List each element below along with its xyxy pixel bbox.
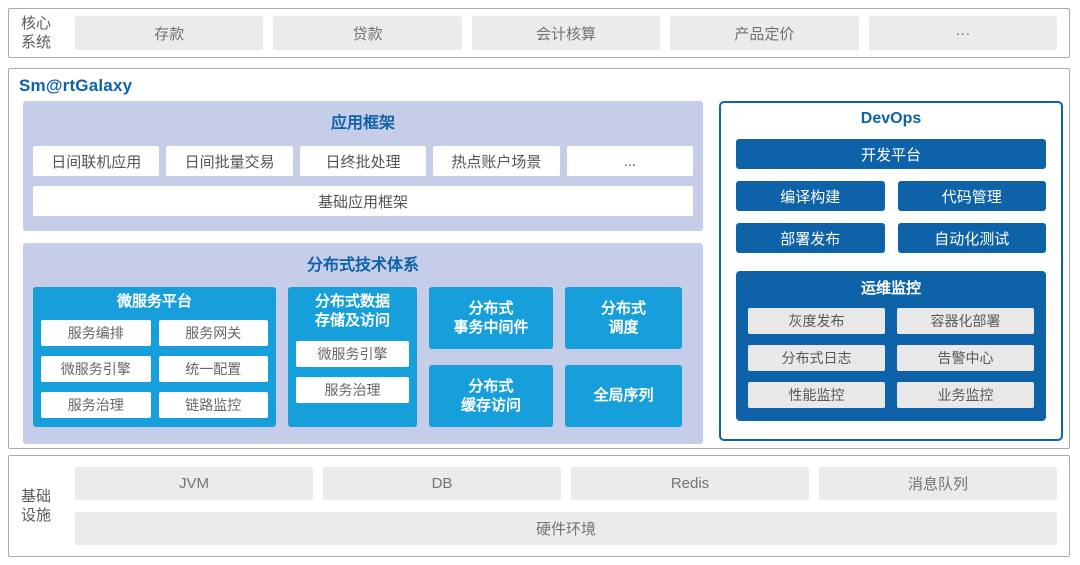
devops-panel: DevOps 开发平台 编译构建 代码管理 部署发布 自动化测试 运维监控 灰度… [719, 101, 1063, 441]
infrastructure-panel: 基础 设施 JVM DB Redis 消息队列 硬件环境 [8, 455, 1070, 557]
deploy-release: 部署发布 [736, 223, 885, 253]
storage-governance: 服务治理 [296, 376, 409, 403]
core-system-more: ··· [868, 16, 1058, 50]
app-daytime-batch: 日间批量交易 [166, 146, 293, 176]
cache-access: 分布式 缓存访问 [429, 365, 553, 427]
app-eod-batch: 日终批处理 [299, 146, 427, 176]
microservice-grid: 服务编排 服务网关 微服务引擎 统一配置 服务治理 链路监控 [41, 319, 268, 418]
svc-gateway: 服务网关 [158, 319, 268, 346]
devops-tools-grid: 编译构建 代码管理 部署发布 自动化测试 [736, 181, 1046, 253]
core-systems-row: 存款 贷款 会计核算 产品定价 ··· [75, 16, 1058, 50]
ops-monitoring-grid: 灰度发布 容器化部署 分布式日志 告警中心 性能监控 业务监控 [748, 308, 1034, 408]
build-compile: 编译构建 [736, 181, 885, 211]
svc-engine: 微服务引擎 [41, 355, 151, 382]
distributed-title: 分布式技术体系 [306, 257, 419, 274]
app-framework-panel: 应用框架 日间联机应用 日间批量交易 日终批处理 热点账户场景 ... 基础应用… [23, 101, 703, 231]
app-daytime-online: 日间联机应用 [33, 146, 160, 176]
automated-testing: 自动化测试 [897, 223, 1046, 253]
app-hot-account: 热点账户场景 [433, 146, 560, 176]
platform-title: Sm@rtGalaxy [19, 76, 133, 95]
distributed-grid: 微服务平台 服务编排 服务网关 微服务引擎 统一配置 服务治理 链路监控 分布式… [33, 287, 693, 427]
infrastructure-body: JVM DB Redis 消息队列 硬件环境 [75, 467, 1057, 545]
distributed-logging: 分布式日志 [748, 345, 885, 371]
app-framework-title: 应用框架 [330, 115, 395, 132]
svc-governance: 服务治理 [41, 391, 151, 418]
performance-monitoring: 性能监控 [748, 382, 885, 408]
alert-center: 告警中心 [897, 345, 1034, 371]
core-system-loan: 贷款 [273, 16, 462, 50]
storage-engine: 微服务引擎 [296, 340, 409, 367]
hardware-environment: 硬件环境 [75, 512, 1057, 545]
infra-jvm: JVM [75, 467, 313, 500]
core-system-deposit: 存款 [75, 16, 264, 50]
microservice-platform: 微服务平台 服务编排 服务网关 微服务引擎 统一配置 服务治理 链路监控 [33, 287, 276, 427]
microservice-platform-title: 微服务平台 [116, 293, 192, 310]
infra-db: DB [323, 467, 561, 500]
ops-monitoring-title: 运维监控 [860, 280, 921, 297]
smartgalaxy-panel: Sm@rtGalaxy 应用框架 日间联机应用 日间批量交易 日终批处理 热点账… [8, 68, 1070, 449]
business-monitoring: 业务监控 [897, 382, 1034, 408]
devops-title: DevOps [860, 110, 922, 127]
app-more: ... [566, 146, 694, 176]
data-storage-access: 分布式数据 存储及访问 微服务引擎 服务治理 [288, 287, 417, 427]
distributed-stack-2: 分布式 调度 全局序列 [565, 287, 682, 427]
core-systems-body: 存款 贷款 会计核算 产品定价 ··· [75, 16, 1058, 50]
distributed-scheduler: 分布式 调度 [565, 287, 682, 349]
infra-redis: Redis [571, 467, 809, 500]
core-systems-label: 核心 系统 [21, 14, 52, 52]
ops-monitoring-panel: 运维监控 灰度发布 容器化部署 分布式日志 告警中心 性能监控 业务监控 [736, 271, 1046, 421]
global-sequence: 全局序列 [565, 365, 682, 427]
hardware-row: 硬件环境 [75, 512, 1057, 545]
infrastructure-row: JVM DB Redis 消息队列 [75, 467, 1057, 500]
svc-tracing: 链路监控 [158, 391, 268, 418]
infrastructure-label: 基础 设施 [21, 487, 52, 525]
dev-platform: 开发平台 [736, 139, 1046, 169]
core-system-pricing: 产品定价 [670, 16, 859, 50]
core-system-accounting: 会计核算 [471, 16, 661, 50]
svc-config: 统一配置 [158, 355, 268, 382]
base-app-framework: 基础应用框架 [33, 186, 693, 216]
code-management: 代码管理 [897, 181, 1046, 211]
svc-orchestration: 服务编排 [41, 319, 151, 346]
data-storage-title: 分布式数据 存储及访问 [314, 293, 390, 329]
container-deploy: 容器化部署 [897, 308, 1034, 334]
transaction-middleware: 分布式 事务中间件 [429, 287, 553, 349]
gray-release: 灰度发布 [748, 308, 885, 334]
distributed-stack-1: 分布式 事务中间件 分布式 缓存访问 [429, 287, 553, 427]
app-framework-row: 日间联机应用 日间批量交易 日终批处理 热点账户场景 ... [33, 146, 694, 176]
infra-mq: 消息队列 [819, 467, 1057, 500]
core-systems-panel: 核心 系统 存款 贷款 会计核算 产品定价 ··· [8, 8, 1070, 58]
distributed-panel: 分布式技术体系 微服务平台 服务编排 服务网关 微服务引擎 统一配置 服务治理 … [23, 243, 703, 444]
